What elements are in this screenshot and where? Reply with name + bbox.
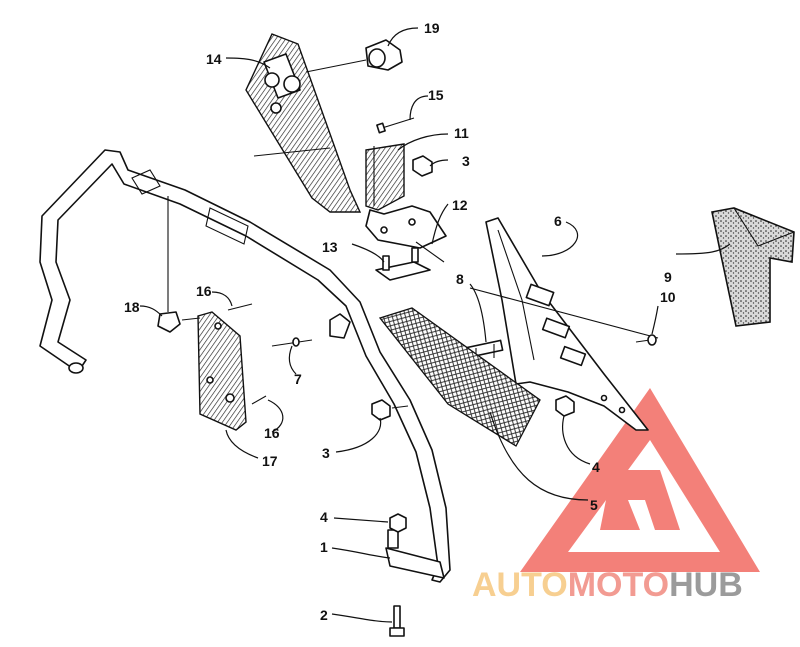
callout-4-lower: 4 [320, 509, 328, 525]
nut-upper [412, 155, 433, 177]
callout-3-lower: 3 [322, 445, 330, 461]
screw-right [635, 334, 657, 346]
clip [157, 311, 201, 333]
foam-pad [711, 207, 795, 327]
nut-lower [371, 399, 409, 421]
callout-6: 6 [554, 213, 562, 229]
tube-frame [39, 149, 451, 583]
vertical-bracket [365, 143, 447, 249]
nut-bottom [389, 513, 407, 533]
callout-2: 2 [320, 607, 328, 623]
bolt-bottom [389, 605, 405, 637]
clamp-plate [375, 247, 431, 281]
mesh-screen [378, 287, 659, 447]
callout-13: 13 [322, 239, 338, 255]
callout-19: 19 [424, 20, 440, 36]
leader-lines [139, 27, 731, 623]
bolt-upper [376, 117, 415, 134]
callout-15: 15 [428, 87, 444, 103]
nut-right [555, 395, 575, 417]
callout-5: 5 [590, 497, 598, 513]
callout-3-upper: 3 [462, 153, 470, 169]
watermark-text-moto: MOTO [568, 566, 669, 604]
callout-9: 9 [664, 269, 672, 285]
watermark-text-hub: HUB [669, 566, 743, 604]
callout-labels: 19 14 15 11 3 12 6 13 8 9 10 18 16 7 16 … [124, 20, 676, 623]
callout-16-lower: 16 [264, 425, 280, 441]
watermark-triangle [520, 388, 760, 572]
svg-text:AUTOMOTOHUB: AUTOMOTOHUB [472, 566, 743, 604]
watermark-logo: AUTOMOTOHUB [472, 388, 760, 604]
upper-mount-plate [245, 33, 362, 213]
callout-8: 8 [456, 271, 464, 287]
stud-bolt [415, 241, 445, 263]
screw-set [227, 303, 267, 405]
watermark-inner-mark [600, 470, 680, 530]
watermark-text-auto: AUTO [472, 566, 568, 604]
callout-1: 1 [320, 539, 328, 555]
side-panel [485, 217, 649, 431]
callout-12: 12 [452, 197, 468, 213]
callout-14: 14 [206, 51, 222, 67]
left-mount-plate [197, 311, 247, 431]
callout-10: 10 [660, 289, 676, 305]
callout-17: 17 [262, 453, 278, 469]
callout-16-upper: 16 [196, 283, 212, 299]
pin [271, 313, 351, 347]
callout-18: 18 [124, 299, 140, 315]
bushing [305, 39, 403, 73]
callout-7: 7 [294, 371, 302, 387]
callout-4-right: 4 [592, 459, 600, 475]
callout-11: 11 [454, 125, 469, 141]
